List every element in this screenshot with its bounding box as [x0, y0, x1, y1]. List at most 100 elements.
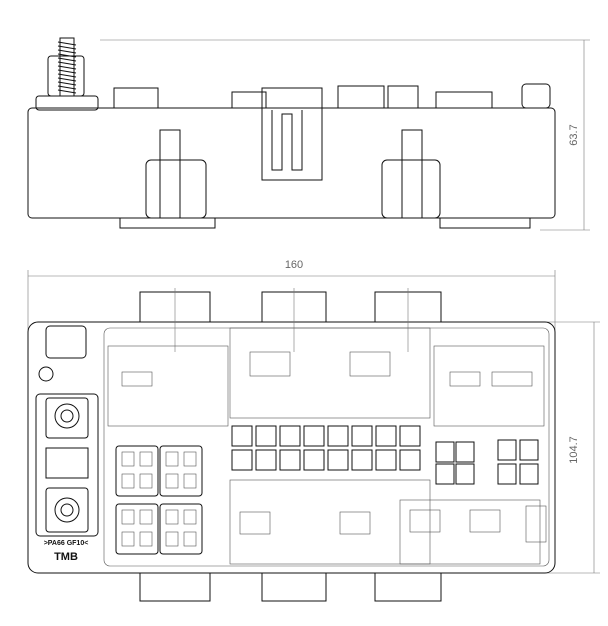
- housing-cell: [449, 371, 481, 387]
- thread-line: [57, 81, 77, 86]
- housing-outline: [27, 321, 556, 574]
- side-block-2: [231, 91, 267, 109]
- housing-cell: [249, 351, 291, 377]
- fuse-socket: [497, 463, 517, 485]
- relay-pin: [165, 451, 179, 467]
- terminal-block: [35, 393, 99, 537]
- mounting-tab-bottom: [261, 572, 327, 602]
- fuse-socket: [519, 463, 539, 485]
- center-clip: [261, 87, 323, 181]
- fuse-socket: [327, 449, 349, 471]
- dim-depth-label: 104.7: [568, 436, 580, 464]
- terminal-stud-top: [54, 403, 80, 429]
- thread-line: [57, 65, 77, 70]
- housing-cell: [491, 371, 533, 387]
- thread-line: [57, 77, 77, 82]
- fuse-socket: [255, 449, 277, 471]
- relay-pin: [139, 531, 153, 547]
- housing-cell: [399, 499, 541, 565]
- side-block-3: [337, 85, 385, 109]
- relay-pin: [121, 451, 135, 467]
- thread-line: [57, 85, 77, 90]
- side-latch-left: [145, 159, 207, 219]
- fuse-socket: [231, 425, 253, 447]
- thread-line: [57, 61, 77, 66]
- relay-socket: [159, 445, 203, 497]
- fuse-socket: [375, 449, 397, 471]
- terminal-bottom: [45, 487, 89, 533]
- top-left-block: [45, 325, 87, 359]
- mounting-tabs: [139, 288, 442, 602]
- threaded-stud: [59, 37, 75, 97]
- relay-pin: [121, 531, 135, 547]
- thread-line: [57, 73, 77, 78]
- thread-line: [57, 69, 77, 74]
- relay-socket: [115, 445, 159, 497]
- fuse-socket: [519, 439, 539, 461]
- side-latch-right-tab: [401, 129, 423, 219]
- fuse-socket: [279, 425, 301, 447]
- housing-cell: [121, 371, 153, 387]
- relay-sockets: [115, 445, 203, 555]
- housing-cell: [349, 351, 391, 377]
- fuse-socket: [303, 449, 325, 471]
- fuse-socket: [279, 449, 301, 471]
- side-block-1: [113, 87, 159, 109]
- relay-pin: [183, 473, 197, 489]
- housing-inner: [103, 327, 550, 567]
- stud-threads: [57, 41, 77, 94]
- housing-cell: [433, 345, 545, 427]
- side-block-4: [387, 85, 419, 109]
- relay-pin: [165, 509, 179, 525]
- relay-pin: [183, 531, 197, 547]
- fuse-socket: [375, 425, 397, 447]
- housing-cell: [107, 345, 229, 427]
- relay-socket: [115, 503, 159, 555]
- terminal-stud-top-inner: [60, 409, 74, 423]
- relay-pin: [121, 473, 135, 489]
- side-body: [27, 107, 556, 219]
- relay-pin: [183, 509, 197, 525]
- relay-socket: [159, 503, 203, 555]
- fuse-link: [45, 447, 89, 479]
- thread-line: [57, 49, 77, 54]
- fuse-socket: [435, 463, 455, 485]
- housing-cell: [229, 479, 431, 565]
- relay-pin: [165, 473, 179, 489]
- relay-pin: [121, 509, 135, 525]
- relay-pin: [183, 451, 197, 467]
- fuse-socket: [351, 425, 373, 447]
- fuse-socket: [455, 463, 475, 485]
- fuse-sockets: [231, 425, 539, 485]
- housing-cell: [229, 327, 431, 419]
- side-foot-left: [119, 217, 216, 229]
- thread-line: [57, 45, 77, 50]
- fuse-socket: [327, 425, 349, 447]
- terminal-stud-bottom: [54, 497, 80, 523]
- dim-width-label: 160: [285, 259, 303, 271]
- housing-cell: [525, 505, 547, 543]
- fuse-socket: [399, 425, 421, 447]
- relay-pin: [139, 473, 153, 489]
- relay-pin: [165, 531, 179, 547]
- fuse-socket: [303, 425, 325, 447]
- locating-hole: [38, 366, 54, 382]
- top-view: 160 104.7 >PA66 GF10< TMB: [27, 259, 600, 602]
- thread-line: [57, 57, 77, 62]
- thread-line: [57, 89, 77, 94]
- fuse-socket: [351, 449, 373, 471]
- fuse-socket: [231, 449, 253, 471]
- housing-cells: [107, 327, 547, 565]
- mounting-tab-bottom: [139, 572, 211, 602]
- side-latch-left-tab: [159, 129, 181, 219]
- material-label: >PA66 GF10<: [44, 540, 89, 547]
- side-block-5: [435, 91, 493, 109]
- stud-nut: [47, 55, 85, 97]
- housing-cell: [339, 511, 371, 535]
- side-latch-right: [381, 159, 441, 219]
- relay-pin: [139, 451, 153, 467]
- center-clip-detail: [271, 110, 303, 171]
- relay-pin: [139, 509, 153, 525]
- mounting-tab-bottom: [374, 572, 442, 602]
